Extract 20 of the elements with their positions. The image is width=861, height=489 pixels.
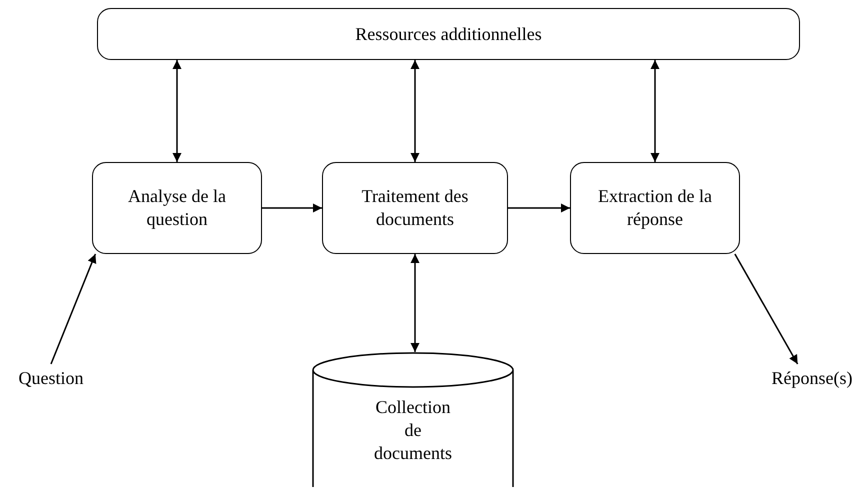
process-box — [92, 162, 262, 254]
node-label: Collection de documents — [373, 396, 453, 465]
terminal-label: Réponse(s) — [770, 366, 854, 390]
arrow — [50, 254, 96, 364]
arrow — [172, 60, 182, 162]
terminal-label: Question — [18, 366, 84, 390]
database-cylinder — [312, 352, 514, 487]
node-label: Ressources additionnelles — [354, 22, 543, 46]
process-box — [97, 8, 800, 60]
arrow — [262, 204, 322, 212]
node-label: Extraction de la réponse — [597, 185, 713, 231]
node-label: Traitement des documents — [360, 185, 470, 231]
arrow — [734, 254, 798, 364]
process-box — [570, 162, 740, 254]
process-box — [322, 162, 508, 254]
arrow — [410, 254, 420, 352]
node-label: Analyse de la question — [127, 185, 227, 231]
arrow — [650, 60, 660, 162]
arrow — [508, 204, 570, 212]
arrow — [410, 60, 420, 162]
